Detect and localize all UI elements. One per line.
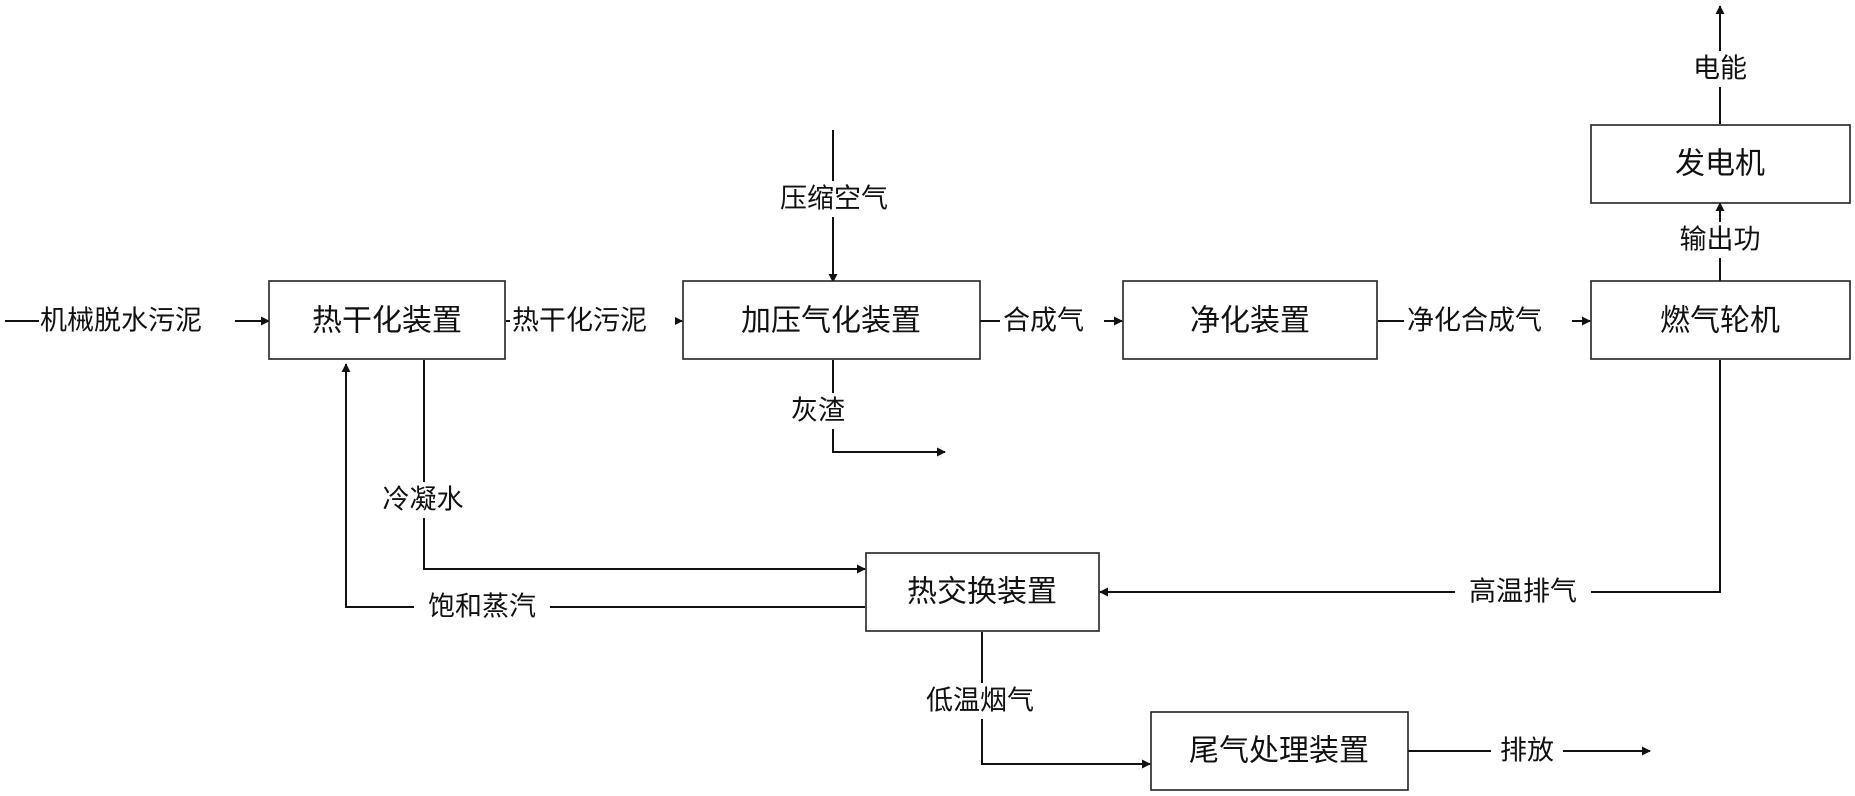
flow-label-ash-slag: 灰渣 — [791, 396, 845, 427]
flow-line-saturated-steam — [341, 363, 865, 608]
node-label-exhaust-treatment: 尾气处理装置 — [1189, 734, 1369, 769]
node-thermal-dryer: 热干化装置 — [268, 280, 506, 360]
flow-label-compressed-air: 压缩空气 — [780, 184, 888, 215]
node-label-heat-exchanger: 热交换装置 — [907, 575, 1057, 610]
flow-line-hot-exhaust — [1099, 360, 1721, 597]
flow-line-low-temp-flue-gas — [981, 632, 1151, 769]
flow-line-condensate — [423, 360, 866, 574]
flow-line-ash-slag — [832, 360, 946, 457]
flow-label-purified-syngas: 净化合成气 — [1407, 306, 1542, 337]
flow-label-output-work: 输出功 — [1680, 225, 1761, 256]
flow-label-electric-power: 电能 — [1693, 54, 1747, 85]
flow-label-discharge: 排放 — [1500, 736, 1554, 767]
flow-label-saturated-steam: 饱和蒸汽 — [428, 592, 536, 623]
node-label-purifier: 净化装置 — [1190, 304, 1310, 339]
node-label-gas-turbine: 燃气轮机 — [1660, 304, 1780, 339]
flow-label-dried-sludge: 热干化污泥 — [512, 306, 647, 337]
node-label-thermal-dryer: 热干化装置 — [312, 304, 462, 339]
flow-label-hot-exhaust: 高温排气 — [1469, 577, 1577, 608]
node-gas-turbine: 燃气轮机 — [1590, 280, 1851, 360]
node-purifier: 净化装置 — [1122, 280, 1378, 360]
flow-label-low-temp-flue-gas: 低温烟气 — [926, 686, 1034, 717]
flow-label-syngas: 合成气 — [1003, 306, 1084, 337]
flow-label-dewatered-sludge: 机械脱水污泥 — [40, 306, 202, 337]
node-exhaust-treatment: 尾气处理装置 — [1150, 711, 1409, 791]
node-label-pressurized-gasifier: 加压气化装置 — [741, 304, 921, 339]
node-heat-exchanger: 热交换装置 — [865, 552, 1100, 632]
node-label-generator: 发电机 — [1675, 147, 1765, 182]
node-pressurized-gasifier: 加压气化装置 — [682, 280, 981, 360]
node-generator: 发电机 — [1590, 124, 1851, 204]
flow-label-condensate: 冷凝水 — [383, 485, 464, 516]
